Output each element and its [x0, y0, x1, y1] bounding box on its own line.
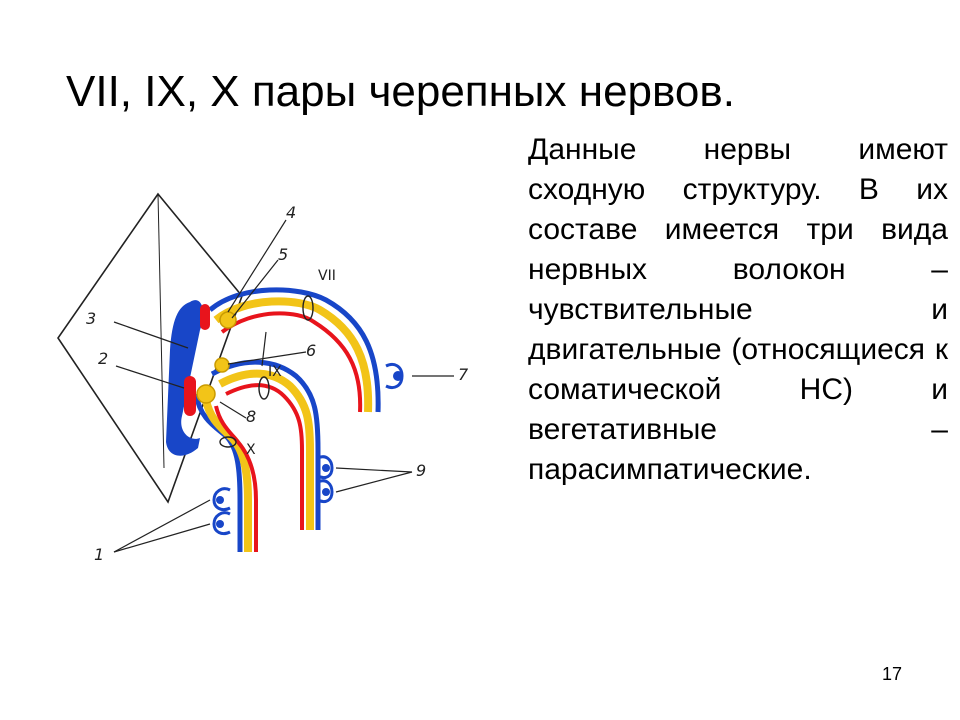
label-3: 3 — [86, 309, 96, 328]
label-4: 4 — [286, 203, 296, 222]
nerve-x-bundle — [184, 376, 258, 552]
slide-body-text: Данные нервы имеют сходную структуру. В … — [528, 133, 948, 486]
terminal-ganglia — [212, 362, 404, 536]
nerve-ix-bundle — [210, 357, 321, 530]
nerve-ix-loop — [258, 376, 270, 400]
ganglion-ix — [214, 357, 230, 373]
brainstem-midline — [157, 193, 165, 469]
label-6: 6 — [306, 341, 316, 360]
label-2: 2 — [98, 349, 108, 368]
nerve-x-loop — [219, 436, 237, 448]
label-9: 9 — [416, 461, 426, 480]
label-1: 1 — [94, 545, 104, 564]
motor-nucleus-vii — [200, 304, 210, 330]
label-8: 8 — [246, 407, 256, 426]
label-5: 5 — [278, 245, 288, 264]
label-nerve-ix: IX — [268, 364, 282, 380]
nerve-vii-bundle — [200, 287, 381, 413]
brainstem-outline — [57, 192, 243, 504]
label-7: 7 — [458, 365, 469, 384]
ganglion-x — [196, 384, 216, 404]
label-nerve-x: X — [246, 442, 256, 458]
cranial-nerves-diagram: 1 2 3 4 5 6 7 8 9 VII IX X — [50, 180, 490, 600]
motor-nucleus-ix-x — [184, 376, 196, 416]
sensory-nucleus — [166, 300, 204, 456]
diagram-svg: 1 2 3 4 5 6 7 8 9 VII IX X — [57, 192, 469, 564]
nerve-vii-loop — [302, 295, 314, 321]
label-nerve-vii: VII — [318, 268, 336, 284]
ganglion-vii — [219, 311, 237, 329]
slide-title: VII, IX, X пары черепных нервов. — [66, 67, 735, 116]
page-number: 17 — [881, 664, 903, 684]
leader-lines — [113, 219, 454, 553]
